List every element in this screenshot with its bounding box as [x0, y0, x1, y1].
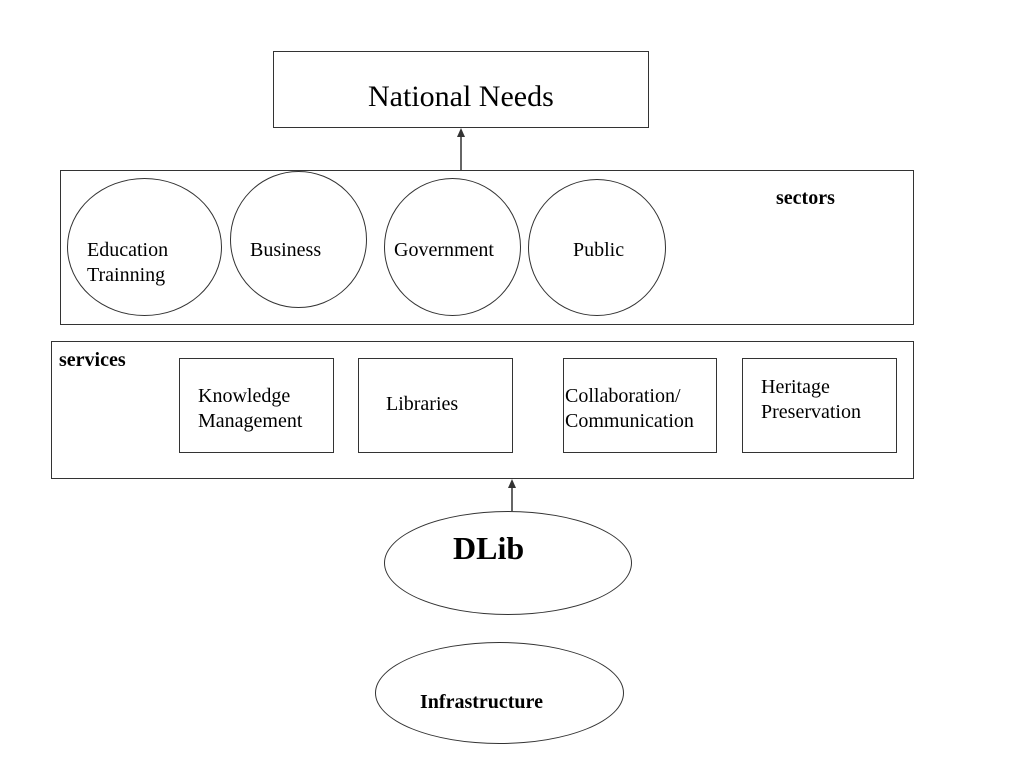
national-needs-box: [273, 51, 649, 128]
sector-education-label: Education Trainning: [87, 239, 169, 286]
dlib-label: DLib: [453, 530, 525, 566]
sector-government-label: Government: [394, 239, 494, 261]
service-libraries-box: [358, 358, 513, 453]
infrastructure-label: Infrastructure: [420, 691, 543, 713]
service-knowledge-label: Knowledge Management: [198, 385, 303, 432]
service-knowledge-box: [179, 358, 334, 453]
infrastructure-ellipse: [375, 642, 624, 744]
service-collaboration-box: [563, 358, 717, 453]
service-libraries-label: Libraries: [386, 393, 459, 415]
service-collaboration-label: Collaboration/ Communication: [565, 385, 694, 432]
services-label: services: [59, 349, 126, 371]
service-heritage-box: [742, 358, 897, 453]
sector-government-circle: [384, 178, 521, 316]
arrow-dlib-to-services-head: [508, 479, 516, 488]
sector-public-circle: [528, 179, 666, 316]
sectors-label: sectors: [776, 187, 835, 209]
sector-business-label: Business: [250, 239, 322, 261]
sector-education-circle: [67, 178, 222, 316]
service-heritage-label: Heritage Preservation: [761, 376, 861, 423]
national-needs-label: National Needs: [368, 80, 554, 113]
sector-business-circle: [230, 171, 367, 308]
sector-public-label: Public: [573, 239, 625, 261]
arrow-sectors-to-needs-head: [457, 128, 465, 137]
dlib-ellipse: [384, 511, 632, 615]
